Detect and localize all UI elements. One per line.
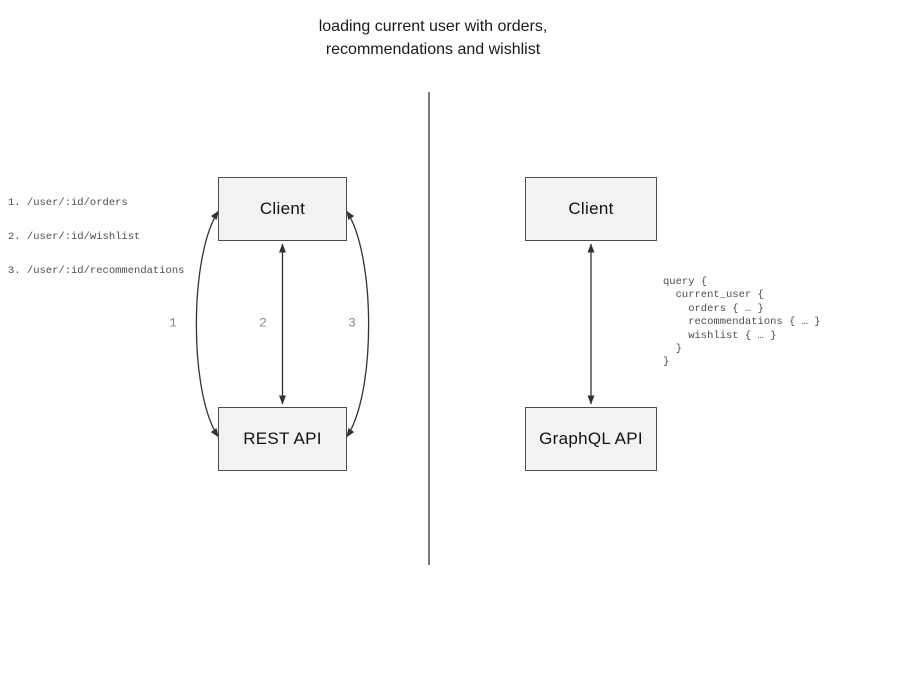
rest-api-box: REST API	[218, 407, 347, 471]
vertical-divider	[428, 92, 430, 565]
rest-endpoint-list: 1. /user/:id/orders 2. /user/:id/wishlis…	[8, 175, 184, 300]
arrow-label-2: 2	[259, 315, 267, 331]
client-box-right: Client	[525, 177, 657, 241]
client-box-left-label: Client	[259, 199, 306, 218]
arrow-1-curve	[195, 210, 220, 438]
arrow-label-3: 3	[348, 315, 356, 331]
graphql-api-box: GraphQL API	[525, 407, 657, 471]
rest-api-box-label: REST API	[243, 429, 322, 448]
endpoint-item: 3. /user/:id/recommendations	[8, 265, 185, 278]
endpoint-item: 2. /user/:id/wishlist	[8, 231, 141, 244]
client-box-right-label: Client	[568, 199, 614, 218]
graphql-query-snippet: query { current_user { orders { … } reco…	[663, 276, 821, 369]
endpoint-item: 1. /user/:id/orders	[8, 196, 128, 209]
arrow-label-1: 1	[169, 315, 177, 331]
diagram-title: loading current user with orders, recomm…	[318, 18, 548, 58]
client-box-left: Client	[218, 177, 347, 241]
graphql-api-box-label: GraphQL API	[539, 429, 643, 448]
